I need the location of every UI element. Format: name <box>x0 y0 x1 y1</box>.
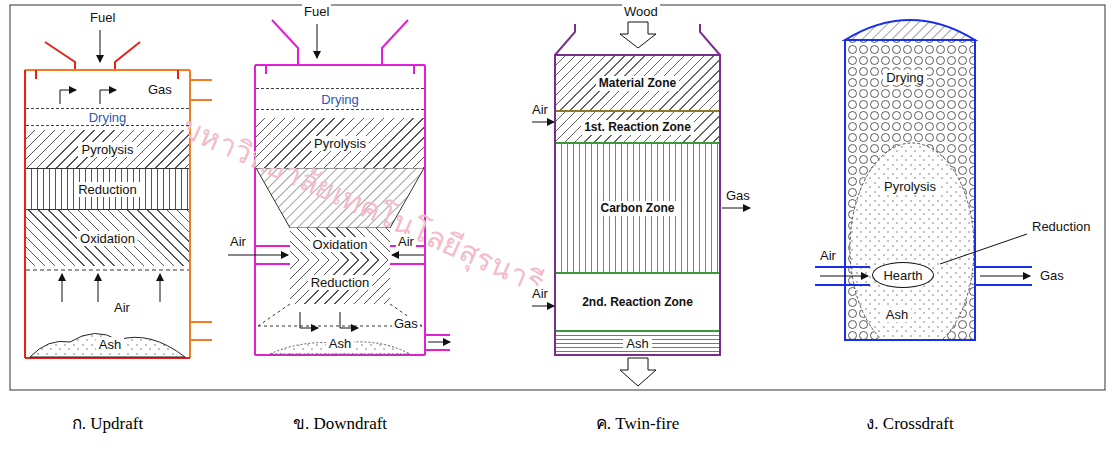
hearth-zone: Hearth <box>872 262 934 288</box>
zone-label: Oxidation <box>77 231 138 246</box>
flow-label: Air <box>396 234 416 249</box>
zone-label: Carbon Zone <box>598 201 678 216</box>
updraft-gasifier: ก. UpdraftDryingPyrolysisReductionOxidat… <box>25 70 190 358</box>
zone-label: Drying <box>318 92 362 107</box>
figure-caption: ง. Crossdraft <box>805 416 1015 431</box>
reduction-zone: Reduction <box>26 168 189 210</box>
ash-zone: Ash <box>872 304 922 324</box>
zone-label: 1st. Reaction Zone <box>581 120 694 135</box>
flow-label: Gas <box>392 316 420 331</box>
zone-label: 2nd. Reaction Zone <box>579 295 696 310</box>
drying-zone: Drying <box>26 108 189 126</box>
reduction-zone: Reduction <box>290 260 390 304</box>
flow-label: Air <box>530 286 550 301</box>
zone-label: Ash <box>883 307 911 322</box>
zone-label: Pyrolysis <box>311 136 369 151</box>
zone-label: Hearth <box>880 268 925 283</box>
drying-zone: Drying <box>865 66 945 88</box>
zone-label: Material Zone <box>596 76 679 91</box>
flow-label: Fuel <box>88 10 117 25</box>
zone-label: Pyrolysis <box>78 142 136 157</box>
flow-label: Fuel <box>302 4 331 19</box>
flow-label: Gas <box>724 188 752 203</box>
zone-label: Pyrolysis <box>881 179 939 194</box>
zone-label: Reduction <box>308 275 373 290</box>
zone-label: Oxidation <box>310 237 371 252</box>
flow-label: Air <box>818 248 838 263</box>
zone-label: Ash <box>623 336 651 351</box>
flow-label: Air <box>228 234 248 249</box>
carbon-zone: Carbon Zone <box>556 144 719 274</box>
ash-zone: Ash <box>80 334 140 354</box>
ash-zone: Ash <box>556 332 719 354</box>
ash-zone: Ash <box>305 334 375 352</box>
oxidation-zone: Oxidation <box>290 228 390 260</box>
pyrolysis-zone: Pyrolysis <box>256 118 424 168</box>
flow-label: Air <box>112 300 132 315</box>
oxidation-zone: Oxidation <box>26 210 189 266</box>
reaction-zone: 1st. Reaction Zone <box>556 112 719 144</box>
flow-label: Gas <box>146 82 174 97</box>
zone-label: Ash <box>326 336 354 351</box>
downdraft-gasifier: ข. DowndraftDryingPyrolysisOxidationRedu… <box>255 65 425 355</box>
figure-caption: ก. Updraft <box>0 416 230 431</box>
twin-fire-gasifier: ค. Twin-fireMaterial Zone1st. Reaction Z… <box>555 55 720 355</box>
material-zone: Material Zone <box>556 56 719 112</box>
callout-label: Reduction <box>1030 219 1093 234</box>
flow-label: Gas <box>1038 268 1066 283</box>
flow-label: Wood <box>622 4 660 19</box>
zone-label: Reduction <box>75 182 140 197</box>
figure-caption: ค. Twin-fire <box>515 416 760 431</box>
zone-label: Ash <box>96 337 124 352</box>
pyrolysis-zone: Pyrolysis <box>870 176 950 196</box>
figure-caption: ข. Downdraft <box>215 416 465 431</box>
flow-label: Air <box>530 102 550 117</box>
reaction-zone: 2nd. Reaction Zone <box>556 274 719 332</box>
crossdraft-gasifier: ง. CrossdraftDryingPyrolysisHearthAsh <box>845 40 975 340</box>
zone-label: Drying <box>86 110 130 125</box>
pyrolysis-zone: Pyrolysis <box>26 130 189 168</box>
drying-zone: Drying <box>256 88 424 110</box>
zone-label: Drying <box>883 70 927 85</box>
